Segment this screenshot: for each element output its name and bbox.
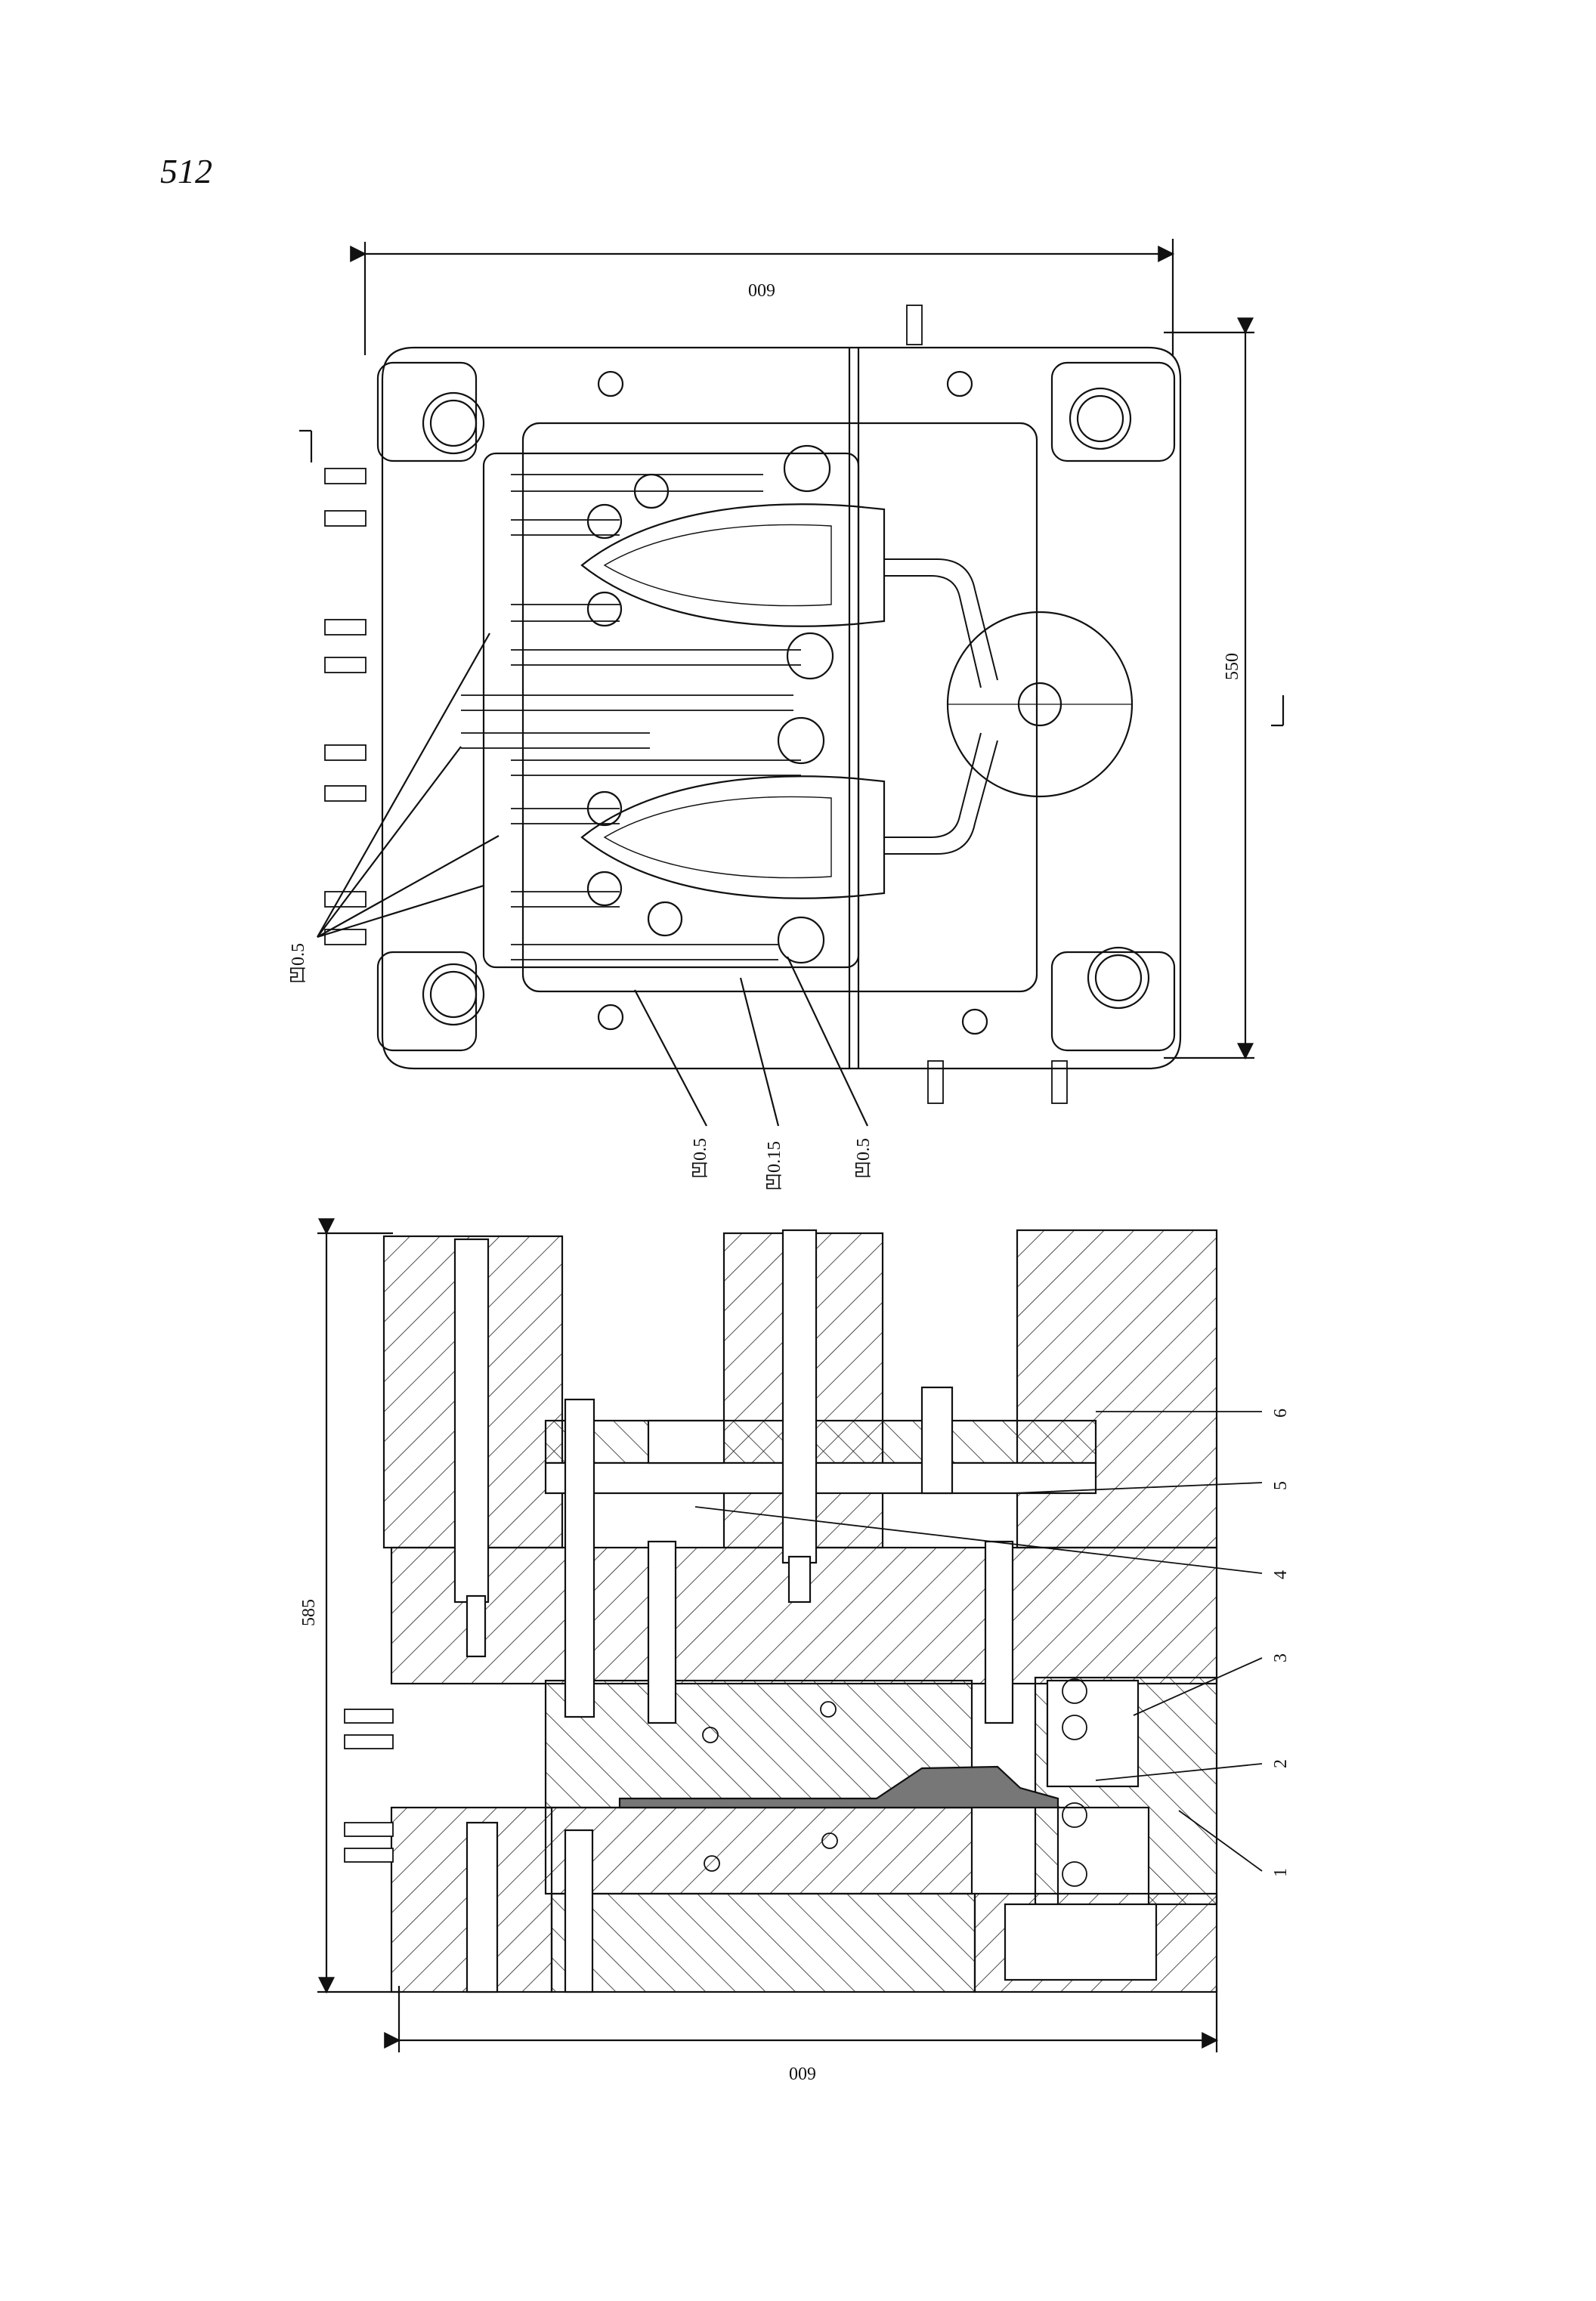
part-number-4: 4 (1271, 1570, 1291, 1579)
section-width-label: 600 (789, 2063, 816, 2083)
upper-cavity (580, 503, 886, 627)
page-number: 512 (160, 152, 212, 190)
part-number-3: 3 (1271, 1653, 1291, 1662)
section-height-label: 585 (299, 1599, 319, 1626)
bolt-center (781, 1229, 818, 1564)
plan-callout-1: 凹0.5 (691, 1138, 710, 1179)
plan-callout-3: 凹0.5 (854, 1138, 874, 1179)
bolt-left-lower (466, 1821, 499, 1993)
molded-part (618, 1765, 1059, 1809)
base-plate-center (550, 1892, 976, 1993)
return-pin-left (647, 1540, 677, 1724)
ejector-plate-upper (544, 1419, 1097, 1464)
bolt-left-upper (453, 1238, 490, 1604)
plan-height-label: 550 (1223, 653, 1242, 680)
part-number-1: 1 (1271, 1868, 1291, 1877)
plan-callout-2: 凹0.15 (765, 1141, 784, 1191)
clamp-plate-right (1016, 1229, 1218, 1549)
part-number-5: 5 (1271, 1481, 1291, 1490)
section-view (317, 1218, 1263, 2052)
plan-view (299, 239, 1285, 1127)
outer-plate (381, 346, 1182, 1070)
guide-pin-lower (564, 1829, 594, 1993)
plan-width-label: 600 (748, 280, 775, 299)
part-number-6: 6 (1271, 1409, 1291, 1418)
plan-left-callout: 凹0.5 (289, 943, 308, 984)
lower-cavity (580, 775, 886, 899)
lower-insert (544, 1806, 973, 1895)
guide-pin-left (564, 1398, 595, 1718)
part-number-2: 2 (1271, 1759, 1291, 1768)
return-pin-right (984, 1540, 1014, 1724)
